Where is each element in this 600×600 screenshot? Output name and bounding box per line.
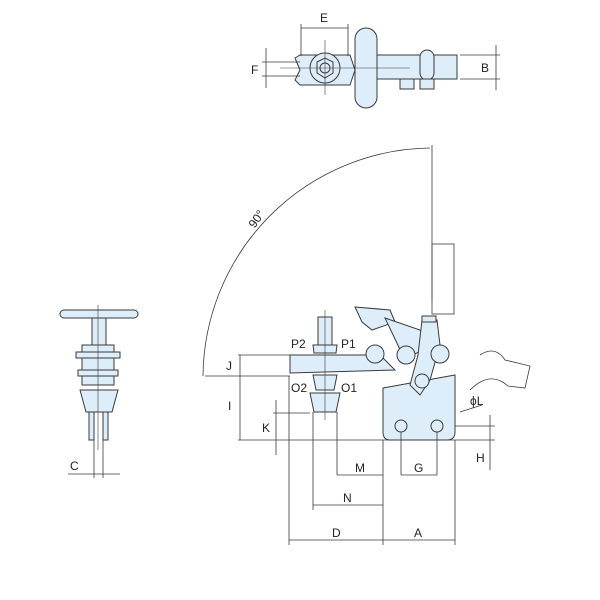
swing-arc: [202, 147, 431, 377]
P2-label: P2: [291, 337, 306, 351]
dim-H-label: H: [476, 451, 485, 465]
angle-label: 90°: [246, 207, 268, 230]
dim-M-label: M: [355, 461, 365, 475]
dim-F-label: F: [251, 63, 258, 77]
side-view: [205, 306, 531, 545]
dim-A-label: A: [414, 526, 422, 540]
dim-I-label: I: [228, 399, 231, 413]
dim-C-label: C: [70, 459, 79, 473]
front-view: [59, 305, 139, 478]
dim-K-label: K: [262, 421, 270, 435]
dim-B-label: B: [481, 61, 489, 75]
top-view: [262, 24, 500, 109]
dim-E-label: E: [320, 11, 328, 25]
dim-N-label: N: [343, 491, 352, 505]
dim-G-label: G: [414, 461, 423, 475]
dim-D-label: D: [332, 526, 341, 540]
P1-label: P1: [341, 337, 356, 351]
dim-J-label: J: [226, 359, 232, 373]
dim-L-label: ϕL: [470, 394, 484, 408]
O2-label: O2: [291, 381, 307, 395]
O1-label: O1: [341, 381, 357, 395]
